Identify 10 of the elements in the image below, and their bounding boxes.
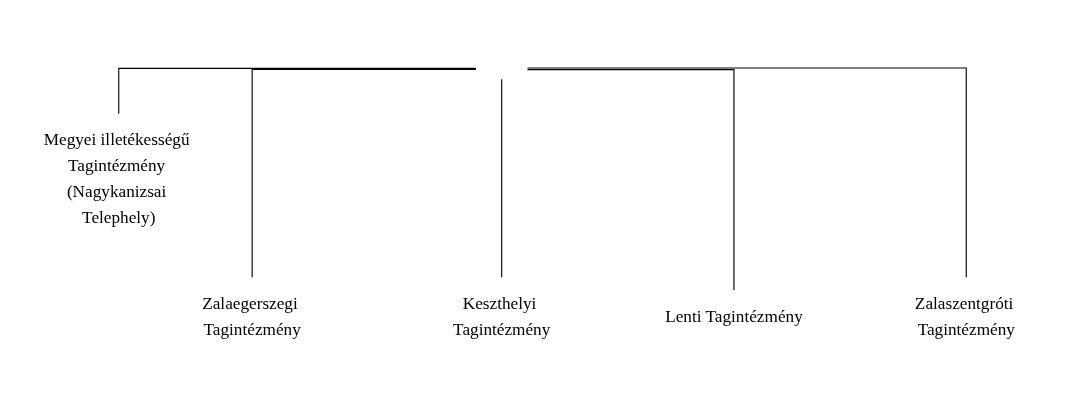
unit-label: Keszthelyi Tagintézmény: [453, 293, 551, 339]
unit-label: Lenti Tagintézmény: [665, 306, 803, 326]
unit-label: Zalaszentgróti Tagintézmény: [914, 293, 1015, 339]
connector-line: [251, 68, 477, 278]
connector-line: [118, 67, 477, 115]
connector-line: [526, 69, 735, 291]
unit-label: Megyei illetékességű Tagintézmény (Nagykanizsai Telephely): [43, 130, 190, 227]
connector-line: [501, 78, 503, 278]
unit-label: Zalaegerszegi Tagintézmény: [202, 293, 301, 339]
connector-line: [526, 67, 967, 278]
